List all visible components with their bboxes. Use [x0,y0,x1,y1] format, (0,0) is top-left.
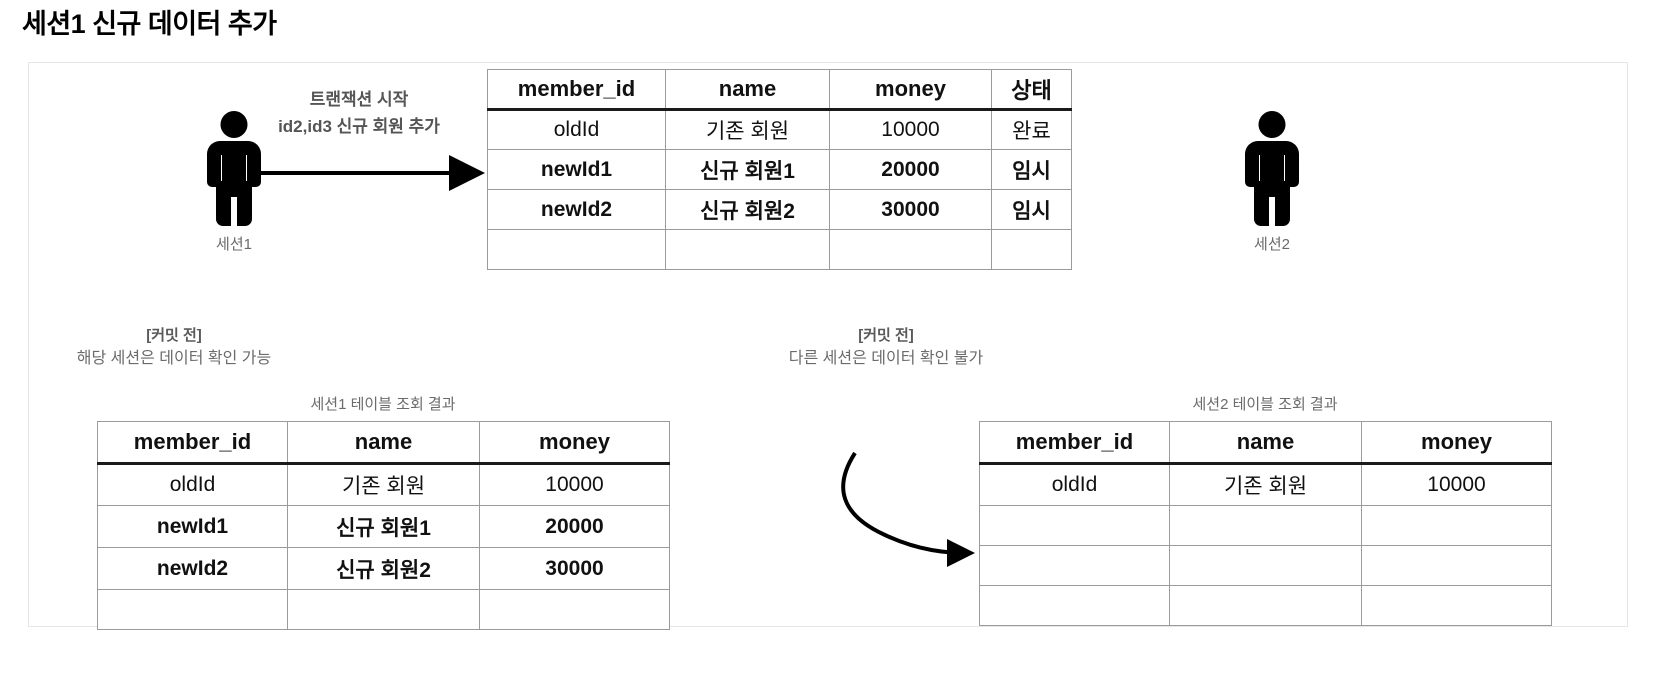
person-leg-gap [231,197,237,226]
table-row: oldId 기존 회원 10000 [979,463,1552,506]
cell-name [665,229,830,270]
cell-member-id [979,585,1170,626]
cell-money [1361,545,1552,586]
table-row: newId1 신규 회원1 20000 임시 [487,149,1072,190]
col-header-member-id: member_id [97,421,288,465]
cell-name [1169,545,1362,586]
cell-member-id: newId1 [487,149,666,190]
cell-name: 기존 회원 [287,463,480,506]
table-row-empty [979,505,1552,546]
transaction-arrow-label-line2: id2,id3 신규 회원 추가 [278,117,440,136]
cell-status: 임시 [991,149,1072,190]
cell-status [991,229,1072,270]
table-row-empty [487,229,1072,270]
person-head [220,111,248,138]
session2-label: 세션2 [1254,236,1290,253]
cell-money [829,229,992,270]
session1-label: 세션1 [216,236,252,253]
right-note: [커밋 전] 다른 세션은 데이터 확인 불가 [741,325,1031,370]
table-header-row: member_id name money 상태 [487,69,1072,111]
cell-name: 기존 회원 [1169,463,1362,506]
cell-money [1361,585,1552,626]
cell-money: 30000 [829,189,992,230]
cell-member-id: newId2 [487,189,666,230]
col-header-name: name [287,421,480,465]
left-note-title: [커밋 전] [146,327,202,344]
cell-money: 10000 [1361,463,1552,506]
cell-money: 30000 [479,547,670,590]
cell-name [287,589,480,630]
page-title: 세션1 신규 데이터 추가 [22,9,277,39]
table-row-empty [979,585,1552,626]
transaction-arrow-label-line1: 트랜잭션 시작 [309,90,409,109]
col-header-money: money [829,69,992,111]
col-header-money: money [479,421,670,465]
session2-result-table: member_id name money oldId 기존 회원 10000 [979,421,1552,626]
person-head [1258,111,1286,138]
col-header-status: 상태 [991,69,1072,111]
table-row: newId2 신규 회원2 30000 [97,547,670,590]
cell-money [479,589,670,630]
cell-name: 신규 회원2 [665,189,830,230]
session2-person-icon [1241,111,1303,226]
col-header-name: name [1169,421,1362,465]
top-members-table: member_id name money 상태 oldId 기존 회원 1000… [487,69,1072,270]
right-note-title: [커밋 전] [858,327,914,344]
session2-result-caption: 세션2 테이블 조회 결과 [1192,396,1338,413]
session1-person-icon [203,111,265,226]
cell-member-id: oldId [487,109,666,150]
table-row: oldId 기존 회원 10000 [97,463,670,506]
cell-name: 기존 회원 [665,109,830,150]
session1-result-caption: 세션1 테이블 조회 결과 [310,396,456,413]
table-header-row: member_id name money [979,421,1552,465]
session1-result-table: member_id name money oldId 기존 회원 10000 n… [97,421,670,630]
cell-member-id [487,229,666,270]
table-row: newId1 신규 회원1 20000 [97,505,670,548]
cell-name: 신규 회원1 [665,149,830,190]
col-header-member-id: member_id [979,421,1170,465]
cell-name: 신규 회원2 [287,547,480,590]
cell-status: 임시 [991,189,1072,230]
table-row-empty [97,589,670,630]
cell-member-id [979,545,1170,586]
right-note-body: 다른 세션은 데이터 확인 불가 [788,349,984,367]
table-row-empty [979,545,1552,586]
cell-name [1169,505,1362,546]
diagram-frame: 세션1 세션2 트랜잭션 시작 id2,id3 신규 회원 추가 member_… [28,62,1628,630]
cell-member-id [979,505,1170,546]
cell-money: 20000 [479,505,670,548]
left-note: [커밋 전] 해당 세션은 데이터 확인 가능 [29,325,319,370]
table-header-row: member_id name money [97,421,670,465]
table-row: newId2 신규 회원2 30000 임시 [487,189,1072,230]
cell-member-id [97,589,288,630]
cell-money: 20000 [829,149,992,190]
cell-member-id: newId2 [97,547,288,590]
table-row: oldId 기존 회원 10000 완료 [487,109,1072,150]
cell-name: 신규 회원1 [287,505,480,548]
person-leg-gap [1269,197,1275,226]
col-header-name: name [665,69,830,111]
cell-money: 10000 [479,463,670,506]
cell-status: 완료 [991,109,1072,150]
col-header-money: money [1361,421,1552,465]
cell-money: 10000 [829,109,992,150]
col-header-member-id: member_id [487,69,666,111]
left-note-body: 해당 세션은 데이터 확인 가능 [76,349,272,367]
cell-member-id: newId1 [97,505,288,548]
cell-name [1169,585,1362,626]
cell-member-id: oldId [979,463,1170,506]
cell-money [1361,505,1552,546]
cell-member-id: oldId [97,463,288,506]
